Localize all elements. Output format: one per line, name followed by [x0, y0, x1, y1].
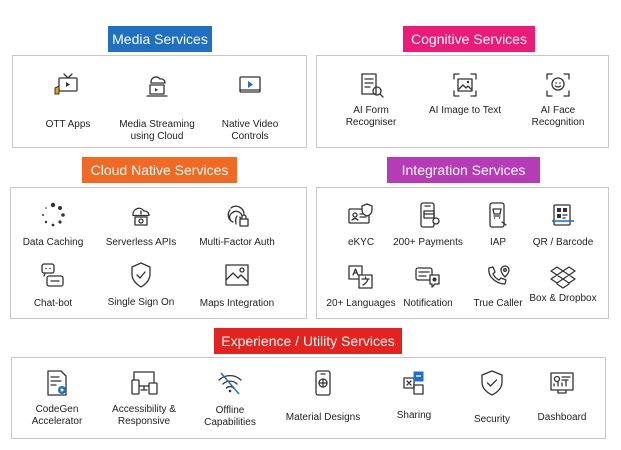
experience-item-label: Dashboard — [537, 412, 587, 423]
cloud-item-label: Serverless APIs — [105, 237, 177, 248]
cognitive-services-title: Cognitive Services — [403, 26, 535, 52]
integration-item-label: QR / Barcode — [532, 237, 594, 248]
integration-item-label: True Caller — [473, 298, 523, 309]
media-item-label: OTT Apps — [45, 119, 91, 130]
media-services-panel — [12, 55, 307, 148]
cloud-item-label: Multi-Factor Auth — [199, 237, 275, 248]
experience-utility-services-panel — [11, 357, 606, 439]
dashboard-icon — [547, 368, 577, 398]
cloud-item-label: Single Sign On — [107, 297, 175, 308]
notification-icon — [413, 262, 443, 292]
experience-item-label: Accessibility &Responsive — [112, 404, 176, 427]
spinner-icon — [38, 200, 68, 230]
security-shield-icon — [477, 368, 507, 398]
map-icon — [222, 260, 252, 290]
integration-item-label: Box & Dropbox — [529, 293, 597, 304]
phone-location-icon — [483, 262, 513, 292]
integration-item-label: eKYC — [347, 237, 375, 248]
media-services-title: Media Services — [108, 26, 212, 52]
cognitive-item-label: AI Image to Text — [428, 105, 502, 116]
integration-item-label: IAP — [489, 237, 507, 248]
cloud-native-services-title: Cloud Native Services — [82, 157, 237, 183]
codegen-icon — [42, 368, 72, 398]
tv-icon — [53, 70, 83, 100]
integration-item-label: Notification — [403, 298, 453, 309]
wifi-off-icon — [215, 368, 245, 398]
experience-item-label: Security — [473, 414, 511, 425]
cloud-item-label: Maps Integration — [199, 298, 275, 309]
video-player-icon — [235, 70, 265, 100]
cloud-laptop-icon — [142, 70, 172, 100]
integration-services-title: Integration Services — [387, 157, 540, 183]
chatbot-icon — [38, 260, 68, 290]
form-scan-icon — [356, 70, 386, 100]
experience-item-label: Material Designs — [285, 412, 361, 423]
cloud-item-label: Data Caching — [22, 237, 84, 248]
translate-icon — [346, 262, 376, 292]
dropbox-icon — [548, 262, 578, 292]
integration-item-label: 20+ Languages — [326, 298, 396, 309]
in-app-purchase-icon — [483, 200, 513, 230]
devices-icon — [129, 368, 159, 398]
share-icon — [399, 368, 429, 398]
qr-code-icon — [548, 200, 578, 230]
api-cloud-icon — [126, 200, 156, 230]
shield-check-icon — [126, 260, 156, 290]
cloud-item-label: Chat-bot — [33, 298, 73, 309]
experience-utility-services-title: Experience / Utility Services — [214, 328, 402, 354]
image-scan-icon — [450, 70, 480, 100]
integration-item-label: 200+ Payments — [393, 237, 463, 248]
face-scan-icon — [543, 70, 573, 100]
id-card-icon — [346, 200, 376, 230]
mobile-design-icon — [308, 368, 338, 398]
cognitive-services-panel — [316, 55, 609, 148]
fingerprint-icon — [222, 200, 252, 230]
mobile-payment-icon — [413, 200, 443, 230]
experience-item-label: Sharing — [396, 410, 432, 421]
